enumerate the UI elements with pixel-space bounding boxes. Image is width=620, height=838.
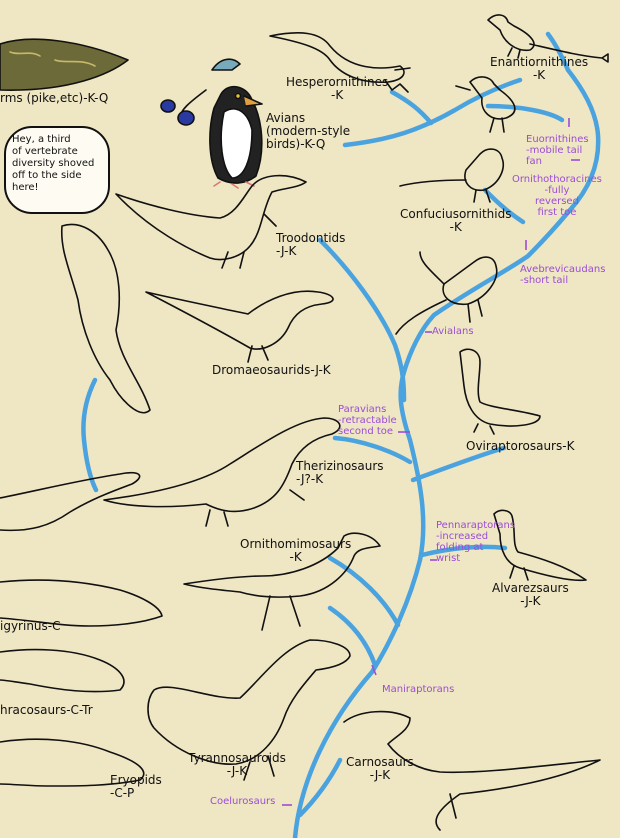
node-euornithines: Euornithines -mobile tail fan — [526, 134, 589, 167]
label-therizinosaurs: Therizinosaurs -J?-K — [296, 459, 384, 486]
archaeopteryx-icon — [395, 251, 498, 335]
branch-hesperornithines — [389, 89, 434, 126]
node-avebrevicaudans: Avebrevicaudans -short tail — [520, 264, 606, 286]
branch-avians — [342, 77, 523, 148]
euornithine-bird-icon — [455, 76, 516, 133]
speech-bubble-text: Hey, a third of vertebrate diversity sho… — [12, 134, 95, 193]
tyrannosaur-icon — [147, 639, 351, 781]
label-thracosaurs: hracosaurs-C-Tr — [0, 703, 93, 717]
dromaeosaurid-icon — [145, 290, 334, 363]
label-igyrinus: igyrinus-C — [0, 619, 61, 633]
node-ornithothoracines: Ornithothoracines -fully reversed first … — [512, 174, 602, 218]
label-eryopids: Eryopids -C-P — [110, 773, 162, 800]
branch-carnosaurs — [297, 757, 343, 818]
hesperornis-icon — [269, 32, 411, 93]
label-enantiornithines: Enantiornithines -K — [490, 55, 589, 82]
label-carnosaurs: Carnosaurs -J-K — [346, 755, 414, 782]
alvarezsaur-icon — [493, 509, 587, 582]
label-dromaeosaurids: Dromaeosaurids-J-K — [212, 363, 331, 377]
branch-ornithomimosaurs — [327, 555, 401, 628]
enantiornithine-icon — [487, 14, 609, 63]
label-confuciusornithids: Confuciusornithids -K — [400, 207, 512, 234]
troodontid-icon — [115, 174, 307, 269]
branch-therizinosaurs — [332, 435, 413, 465]
label-hesperornithines: Hesperornithines -K — [286, 75, 389, 102]
branch-tyrannosauroids — [327, 605, 378, 668]
branch-amphibian — [81, 377, 99, 493]
label-tyrannosauroids: Tyrannosauroids -J-K — [188, 751, 286, 778]
branch-euornithines — [485, 103, 565, 123]
therizinosaur-icon — [103, 417, 341, 527]
speech-bubble — [4, 126, 110, 214]
branch-alvarezsaurs — [419, 544, 508, 558]
carnosaur-icon — [343, 710, 601, 831]
node-maniraptorans: Maniraptorans — [382, 684, 455, 695]
ornithomimosaur-icon — [183, 532, 381, 631]
label-avians: Avians (modern-style birds)-K-Q — [266, 111, 351, 151]
branch-troodontids — [317, 237, 407, 403]
oviraptorosaur-icon — [459, 348, 541, 435]
confuciusornis-icon — [399, 148, 504, 203]
node-avialans: Avialans — [432, 326, 474, 337]
node-pennaraptorans: Pennaraptorans -increased folding at wri… — [436, 520, 516, 564]
label-fish: rms (pike,etc)-K-Q — [0, 91, 109, 105]
node-paravians: Paravians -retractable second toe — [338, 404, 397, 437]
label-alvarezsaurs: Alvarezsaurs -J-K — [492, 581, 569, 608]
branch-oviraptorosaurs — [410, 445, 507, 483]
branch-enantiornithines — [545, 31, 571, 73]
label-oviraptorosaurs: Oviraptorosaurs-K — [466, 439, 575, 453]
pike-fish-icon — [0, 38, 129, 91]
label-troodontids: Troodontids -J-K — [276, 231, 346, 258]
amphibian-icon — [0, 223, 163, 787]
label-ornithomimosaurs: Ornithomimosaurs -K — [240, 537, 352, 564]
node-coelurosaurs: Coelurosaurs — [210, 796, 276, 807]
penguin-icon — [160, 58, 263, 189]
